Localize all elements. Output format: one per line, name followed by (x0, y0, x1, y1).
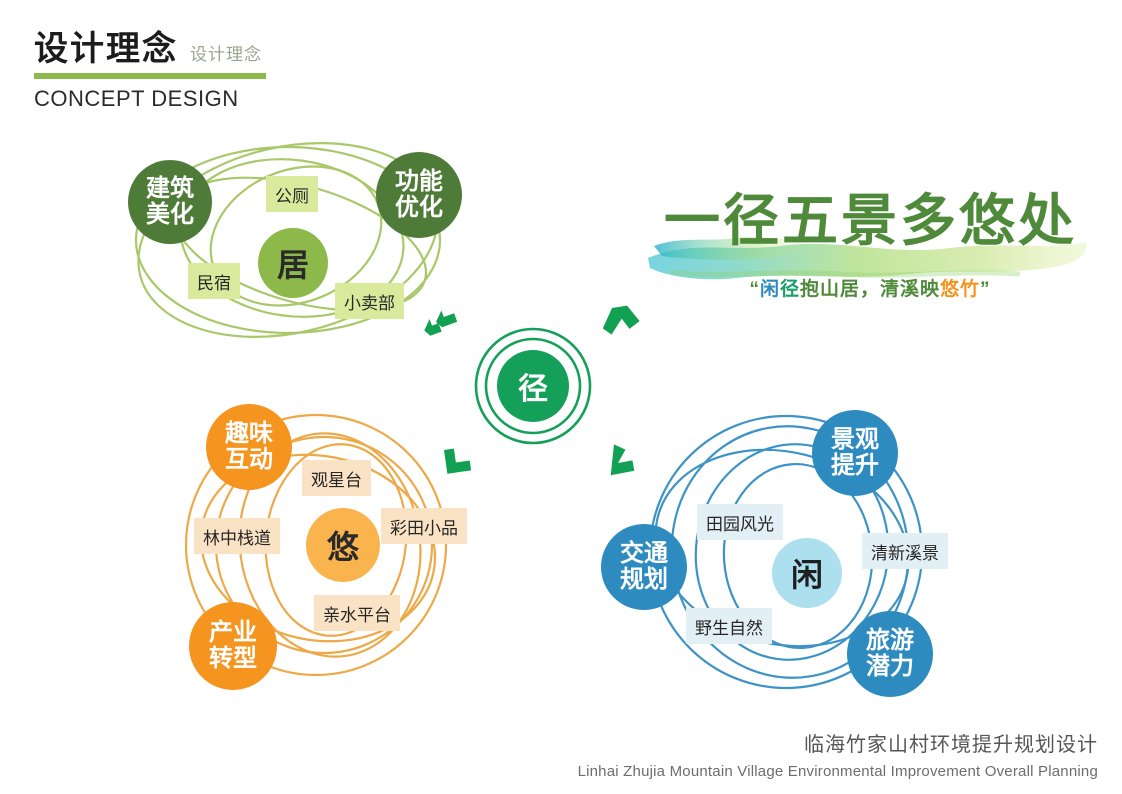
orange-node-1-line2: 互动 (225, 446, 273, 473)
blue-node-1-line1: 景观 (831, 426, 879, 454)
blue-core-label: 闲 (790, 557, 823, 593)
orange-node-2[interactable]: 产业 转型 (189, 602, 277, 690)
green-node-1-line1: 建筑 (146, 175, 194, 203)
page-title-block: 设计理念 设计理念 CONCEPT DESIGN (34, 32, 266, 112)
blue-node-2-line1: 交通 (620, 540, 668, 568)
slogan-sub-part-5: ” (980, 279, 991, 300)
orange-chip-1[interactable]: 观星台 (302, 460, 371, 496)
blue-chip-3[interactable]: 野生自然 (686, 608, 772, 644)
green-core-label: 居 (276, 247, 309, 283)
green-node-1[interactable]: 建筑 美化 (128, 160, 212, 244)
green-chip-1-label: 公厕 (275, 186, 309, 206)
watercolor-brush-stroke (648, 236, 1087, 280)
slogan-block: 一径五景多悠处 “闲径抱山居，清溪映悠竹” (640, 186, 1100, 326)
arrow-top-left-icon (424, 310, 458, 336)
title-row: 设计理念 设计理念 (34, 32, 266, 66)
green-node-1-line2: 美化 (146, 201, 194, 228)
green-node-2[interactable]: 功能 优化 (376, 152, 462, 238)
orange-chip-3-label: 彩田小品 (390, 518, 458, 538)
green-chip-1[interactable]: 公厕 (266, 176, 318, 212)
footer-block: 临海竹家山村环境提升规划设计 Linhai Zhujia Mountain Vi… (578, 728, 1098, 780)
orange-chip-4[interactable]: 亲水平台 (314, 595, 400, 631)
footer-title-en: Linhai Zhujia Mountain Village Environme… (577, 763, 1098, 780)
green-chip-2-label: 民宿 (197, 273, 231, 293)
orange-node-1-line1: 趣味 (225, 420, 273, 448)
title-underline-bar (34, 73, 266, 79)
green-node-2-line2: 优化 (395, 194, 443, 221)
slogan-sub-part-2: 径 (779, 279, 800, 300)
green-node-2-line1: 功能 (395, 168, 443, 196)
arrow-top-right-icon (602, 305, 640, 335)
blue-chip-2-label: 清新溪景 (871, 543, 939, 563)
slogan-sub-text: “闲径抱山居，清溪映悠竹” (640, 274, 1100, 301)
slogan-main-text: 一径五景多悠处 (664, 189, 1077, 252)
blue-chip-2[interactable]: 清新溪景 (862, 533, 948, 569)
blue-node-2-line2: 规划 (620, 566, 668, 593)
slogan-sub-part-0: “ (749, 279, 760, 300)
blue-chip-1[interactable]: 田园风光 (697, 504, 783, 540)
blue-chip-1-label: 田园风光 (706, 514, 774, 534)
slogan-sub-part-1: 闲 (759, 279, 780, 300)
blue-node-1-line2: 提升 (831, 452, 879, 479)
orange-node-2-line2: 转型 (209, 645, 257, 672)
hub-core[interactable]: 径 (497, 350, 569, 422)
orange-chip-2-label: 林中栈道 (203, 528, 271, 548)
orange-chip-2[interactable]: 林中栈道 (194, 518, 280, 554)
green-chip-2[interactable]: 民宿 (188, 263, 240, 299)
orange-chip-3[interactable]: 彩田小品 (381, 508, 467, 544)
slogan-sub-part-3: 抱山居，清溪映 (800, 279, 941, 300)
hub-core-label: 径 (518, 373, 548, 406)
green-chip-3[interactable]: 小卖部 (335, 283, 404, 319)
hub-rings (474, 327, 592, 445)
page-title-cn-secondary: 设计理念 (190, 45, 262, 64)
blue-chip-3-label: 野生自然 (695, 618, 763, 638)
blue-node-3-line2: 潜力 (866, 653, 914, 680)
blue-core[interactable]: 闲 (772, 538, 842, 608)
blue-node-1[interactable]: 景观 提升 (812, 410, 898, 496)
orange-core[interactable]: 悠 (306, 508, 380, 582)
arrow-bottom-right-icon (610, 444, 635, 476)
green-chip-3-label: 小卖部 (344, 293, 395, 313)
orange-node-1[interactable]: 趣味 互动 (206, 404, 292, 490)
green-core[interactable]: 居 (258, 228, 328, 298)
page-title-cn: 设计理念 (34, 30, 178, 68)
blue-node-3-line1: 旅游 (866, 627, 914, 655)
hub-arrow-marks (424, 305, 640, 476)
orange-chip-1-label: 观星台 (311, 470, 362, 490)
blue-node-2[interactable]: 交通 规划 (601, 524, 687, 610)
page-title-en: CONCEPT DESIGN (34, 86, 239, 111)
orange-chip-4-label: 亲水平台 (323, 605, 391, 625)
blue-node-3[interactable]: 旅游 潜力 (847, 611, 933, 697)
orange-node-2-line1: 产业 (209, 619, 257, 647)
footer-title-cn: 临海竹家山村环境提升规划设计 (804, 734, 1098, 756)
arrow-bottom-left-icon (444, 448, 472, 474)
slogan-sub-part-4: 悠竹 (940, 279, 981, 300)
orange-core-label: 悠 (326, 529, 359, 565)
